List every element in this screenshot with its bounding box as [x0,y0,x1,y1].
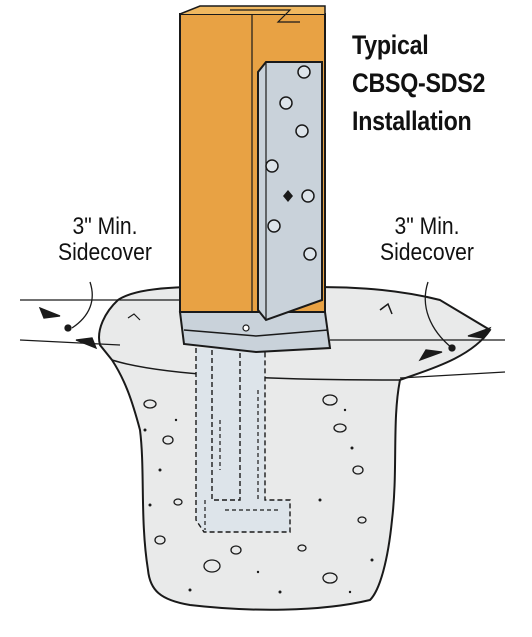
left-callout: 3" Min. Sidecover [39,214,171,266]
left-callout-line-2: Sidecover [58,239,152,266]
screw-heads [265,65,317,261]
embedded-anchor [195,348,291,533]
left-sidecover-dimension [19,281,180,350]
title-line-2: CBSQ-SDS2 [352,68,486,98]
side-strap-plate [257,61,323,322]
left-callout-line-1: 3" Min. [72,213,138,240]
right-sidecover-dimension [330,281,506,379]
title-line-1: Typical [352,30,429,60]
right-callout: 3" Min. Sidecover [361,214,493,266]
steel-base [178,311,332,354]
right-callout-line-1: 3" Min. [394,213,460,240]
title-line-3: Installation [352,106,472,136]
right-callout-line-2: Sidecover [380,239,474,266]
diamond-hole-icon [283,190,293,202]
